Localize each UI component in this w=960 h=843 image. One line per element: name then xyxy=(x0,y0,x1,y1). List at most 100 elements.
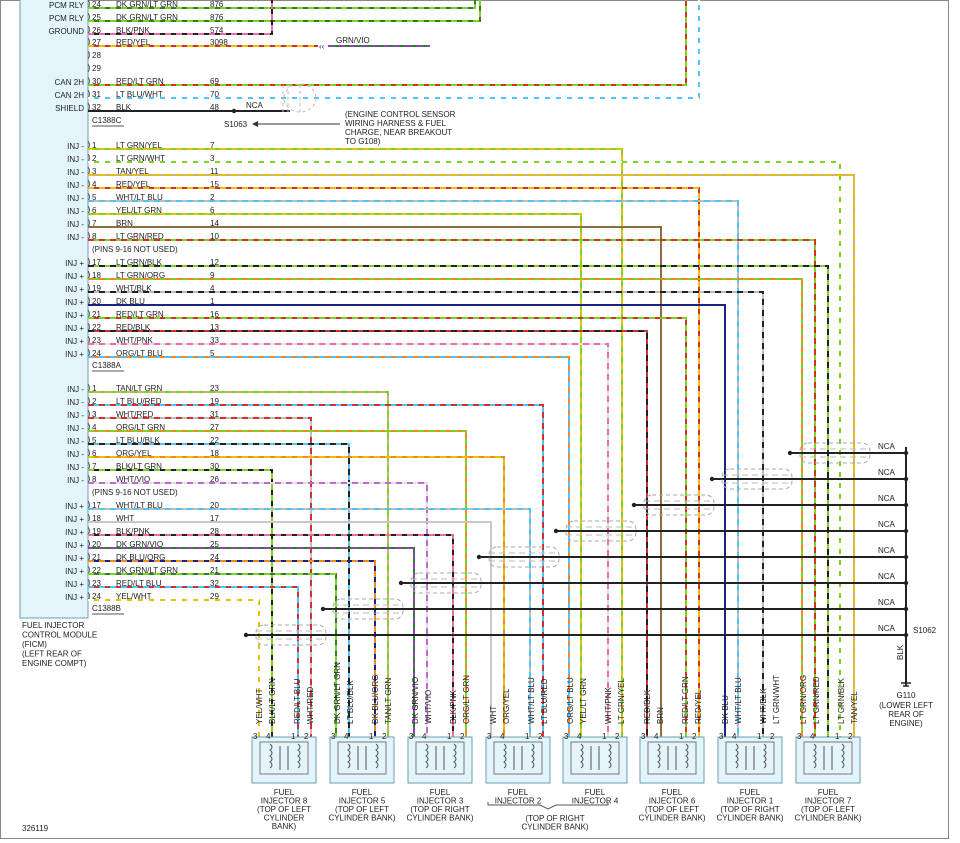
c1388b-pin-8-circuit: 26 xyxy=(210,475,219,484)
fuel-injector-1-coil-box xyxy=(259,741,309,775)
fuel-injector-3-wire-label: WHT/VIO xyxy=(424,690,433,724)
c1388a-pin-1-pin: 1 xyxy=(92,141,97,150)
c1388b-pin-21-pin: 21 xyxy=(92,553,101,562)
c1388a-wire-2-base xyxy=(88,161,841,740)
injector-2-4-note: (TOP OF RIGHT xyxy=(525,814,584,823)
c1388b-pin-5-color: LT BLU/BLK xyxy=(116,436,160,445)
c1388a-pin-19-circuit: 4 xyxy=(210,284,215,293)
c1388b-pin-6-circuit: 18 xyxy=(210,449,219,458)
c1388a-pin-1-circuit: 7 xyxy=(210,141,215,150)
fuel-injector-6-pin-num: 3 xyxy=(641,732,646,741)
figure-id: 326119 xyxy=(22,824,49,833)
c1388b-pin-23-color: RED/LT BLU xyxy=(116,579,162,588)
fuel-injector-2-wire-label: LT BLU/BLK xyxy=(346,680,355,724)
c1388a-pin-21-pin: 21 xyxy=(92,310,101,319)
c1388a-pin-18-func: INJ + xyxy=(65,272,84,281)
c1388c-wire-31-stripe xyxy=(88,0,700,99)
inline-connector-mark: ‹‹ xyxy=(319,42,325,51)
c1388c-wire-26-base xyxy=(88,0,273,35)
c1388a-wire-5 xyxy=(88,200,739,740)
c1388b-pin-3-pin: 3 xyxy=(92,410,97,419)
c1388a-pin-20-pin: 20 xyxy=(92,297,101,306)
fuel-injector-2-pin-num: 3 xyxy=(331,732,336,741)
ficm-module-label: ENGINE COMPT) xyxy=(22,659,87,668)
c1388c-name: C1388C xyxy=(92,116,122,125)
fuel-injector-6-title: FUEL xyxy=(662,788,683,797)
fuel-injector-6-pin-num: 1 xyxy=(679,732,684,741)
fuel-injector-2-wire-label: TAN/LT GRN xyxy=(384,678,393,724)
fuel-injector-1-pin-num: 3 xyxy=(253,732,258,741)
c1388a-pin-23-color: WHT/PNK xyxy=(116,336,154,345)
fuel-injector-8-title: FUEL xyxy=(818,788,839,797)
c1388b-pin-22-pin: 22 xyxy=(92,566,101,575)
c1388a-pin-17-func: INJ + xyxy=(65,259,84,268)
c1388a-pin-4-circuit: 15 xyxy=(210,180,219,189)
shield-drain-3-nca: NCA xyxy=(878,494,896,503)
c1388b-pin-19-pin: 19 xyxy=(92,527,101,536)
fuel-injector-1-body xyxy=(251,736,317,784)
c1388b-wire-18-base xyxy=(88,521,492,740)
c1388a-pin-20-color: DK BLU xyxy=(116,297,145,306)
c1388a-pin-8-color: LT GRN/RED xyxy=(116,232,164,241)
ficm-module-body xyxy=(19,0,89,619)
fuel-injector-4-wire-label: WHT/LT BLU xyxy=(527,677,536,724)
can-shield-loop xyxy=(283,83,317,113)
c1388a-pin-3-color: TAN/YEL xyxy=(116,167,149,176)
fuel-injector-2-wire-label: DK BLU/ORG xyxy=(371,675,380,724)
c1388a-pin-6-pin: 6 xyxy=(92,206,97,215)
fuel-injector-4-coil-1 xyxy=(503,743,507,769)
fuel-injector-5-wire-label: ORG/LT BLU xyxy=(566,677,575,724)
s1063-note: WIRING HARNESS & FUEL xyxy=(345,119,446,128)
c1388c-pin-28 xyxy=(87,50,90,60)
fuel-injector-1-wire-label: RED/LT BLU xyxy=(293,678,302,724)
c1388b-pin-22-func: INJ + xyxy=(65,567,84,576)
c1388a-pin-23-pin: 23 xyxy=(92,336,101,345)
shield-drain-1-nca: NCA xyxy=(878,442,896,451)
c1388c-pin-24-color: DK GRN/LT GRN xyxy=(116,0,178,9)
fuel-injector-6-title: CYLINDER BANK) xyxy=(638,814,705,823)
fuel-injector-1-title: FUEL xyxy=(274,788,295,797)
fuel-injector-2-pin-num: 2 xyxy=(382,732,387,741)
fuel-injector-3-title: CYLINDER BANK) xyxy=(406,814,473,823)
fuel-injector-6 xyxy=(639,736,705,784)
fuel-injector-1-pin-num: 1 xyxy=(291,732,296,741)
fuel-injector-2-coil-1 xyxy=(347,743,351,769)
c1388b-pin-3-circuit: 31 xyxy=(210,410,219,419)
shield-drain-6-nca: NCA xyxy=(878,572,896,581)
c1388c-wire-25 xyxy=(88,0,481,22)
c1388b-wire-22-stripe xyxy=(88,573,337,740)
c1388b-wire-4 xyxy=(88,430,467,740)
c1388c-pin-28-pin-mark xyxy=(87,50,90,60)
fuel-injector-3-title: FUEL xyxy=(430,788,451,797)
fuel-injector-2-pin-num: 4 xyxy=(344,732,349,741)
c1388a-wire-17 xyxy=(88,265,829,740)
fuel-injector-3-pin-num: 3 xyxy=(409,732,414,741)
fuel-injector-5-coil-2 xyxy=(608,743,612,769)
c1388a-pin-24-circuit: 5 xyxy=(210,349,215,358)
c1388a-pin-4-func: INJ - xyxy=(67,181,84,190)
fuel-injector-4-title: FUEL xyxy=(508,788,529,797)
c1388a-wire-21 xyxy=(88,317,687,740)
c1388b-pin-7-func: INJ - xyxy=(67,463,84,472)
c1388b-pin-20-pin: 20 xyxy=(92,540,101,549)
c1388c-pin-26-func: GROUND xyxy=(48,27,84,36)
c1388c-pin-24-circuit: 876 xyxy=(210,0,224,9)
c1388b-wire-24-stripe xyxy=(88,599,260,740)
shield-drain-6-dot xyxy=(398,580,404,586)
c1388c-pin-27-circuit: 3098 xyxy=(210,38,228,47)
c1388b-pin-2-func: INJ - xyxy=(67,398,84,407)
c1388a-pin-1-func: INJ - xyxy=(67,142,84,151)
c1388c-pin-24-func: PCM RLY xyxy=(49,1,85,10)
fuel-injector-2-coil-2 xyxy=(375,743,379,769)
injector-2-4-brace xyxy=(487,802,609,810)
c1388b-pin-19-func: INJ + xyxy=(65,528,84,537)
c1388c-pin-29-pin-mark xyxy=(87,63,90,73)
c1388c-pin-26-circuit: 574 xyxy=(210,26,224,35)
c1388a-wire-8 xyxy=(88,239,816,740)
fuel-injector-8-coil-1 xyxy=(813,743,817,769)
s1063-arrow xyxy=(252,121,258,127)
fuel-injector-1-pin-num: 2 xyxy=(304,732,309,741)
shield-drain-5-nca: NCA xyxy=(878,546,896,555)
c1388a-pin-20-circuit: 1 xyxy=(210,297,215,306)
